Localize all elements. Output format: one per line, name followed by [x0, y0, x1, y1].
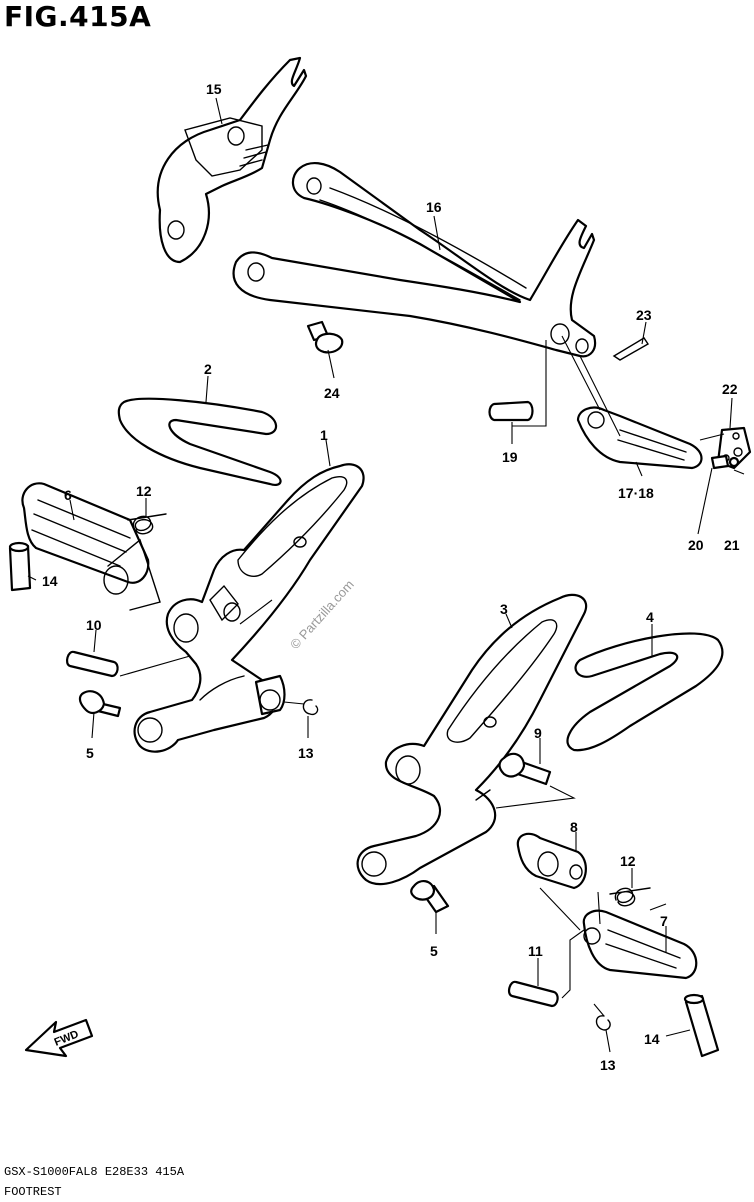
callout-9: 9	[534, 725, 542, 741]
model-code: GSX-S1000FAL8 E28E33 415A	[4, 1165, 185, 1179]
callout-23: 23	[636, 307, 652, 323]
part-12-spring-right	[609, 887, 651, 907]
part-1-footrest-bracket	[133, 463, 365, 753]
callout-12-right: 12	[620, 853, 636, 869]
part-11-pin	[507, 980, 559, 1008]
callout-21: 21	[724, 537, 740, 553]
callout-7: 7	[660, 913, 668, 929]
part-7-footpeg	[582, 909, 698, 980]
part-15-heel-guard	[156, 56, 308, 264]
part-20-bolt	[710, 454, 730, 470]
callout-22: 22	[722, 381, 738, 397]
callout-4: 4	[646, 609, 654, 625]
callout-19: 19	[502, 449, 518, 465]
callout-24: 24	[324, 385, 340, 401]
callout-14-right: 14	[644, 1031, 660, 1047]
part-17-footpeg	[576, 406, 703, 470]
part-19-pin	[488, 400, 534, 422]
figure-title: FIG.415A	[4, 0, 152, 33]
callout-20: 20	[688, 537, 704, 553]
part-6-footpeg	[21, 482, 161, 611]
part-5-bolt-left	[78, 690, 122, 718]
callout-8: 8	[570, 819, 578, 835]
part-2-heel-plate	[117, 397, 282, 486]
part-24-bolt	[306, 320, 344, 354]
footer: GSX-S1000FAL8 E28E33 415A FOOTREST	[4, 1162, 184, 1202]
part-16-bracket	[232, 162, 597, 358]
callout-3: 3	[500, 601, 508, 617]
part-5-bolt-right	[410, 880, 450, 914]
callout-1: 1	[320, 427, 328, 443]
part-21-washer	[728, 456, 740, 468]
part-3-footrest-bracket	[356, 593, 588, 886]
part-4-heel-plate	[566, 632, 724, 752]
part-13-clip-right	[595, 1015, 611, 1031]
callout-14-left: 14	[42, 573, 58, 589]
callout-12-left: 12	[136, 483, 152, 499]
callout-13-left: 13	[298, 745, 314, 761]
callout-10: 10	[86, 617, 102, 633]
watermark: © Partzilla.com	[287, 577, 357, 652]
part-14-rubber-right	[683, 993, 720, 1058]
part-9-bolt	[498, 752, 552, 786]
callout-5-right: 5	[430, 943, 438, 959]
fwd-arrow-icon: FWD	[24, 1018, 94, 1058]
part-12-spring-left	[127, 513, 167, 535]
part-10-pin	[65, 650, 119, 678]
leader-lines	[27, 97, 733, 1053]
callout-15: 15	[206, 81, 222, 97]
callout-2: 2	[204, 361, 212, 377]
callout-17-18: 17·18	[618, 485, 654, 501]
callout-11: 11	[528, 943, 543, 959]
part-8-pivot	[516, 832, 587, 890]
callout-13-right: 13	[600, 1057, 616, 1073]
part-23-clip	[612, 337, 649, 361]
section-title: FOOTREST	[4, 1185, 62, 1199]
callouts: 15 16 23 24 22 19 17·18 20 21 2 1 6 12 1…	[42, 81, 740, 1073]
callout-6: 6	[64, 487, 72, 503]
part-13-clip-left	[302, 699, 319, 716]
part-14-rubber-left	[8, 541, 32, 592]
callout-16: 16	[426, 199, 442, 215]
callout-5-left: 5	[86, 745, 94, 761]
